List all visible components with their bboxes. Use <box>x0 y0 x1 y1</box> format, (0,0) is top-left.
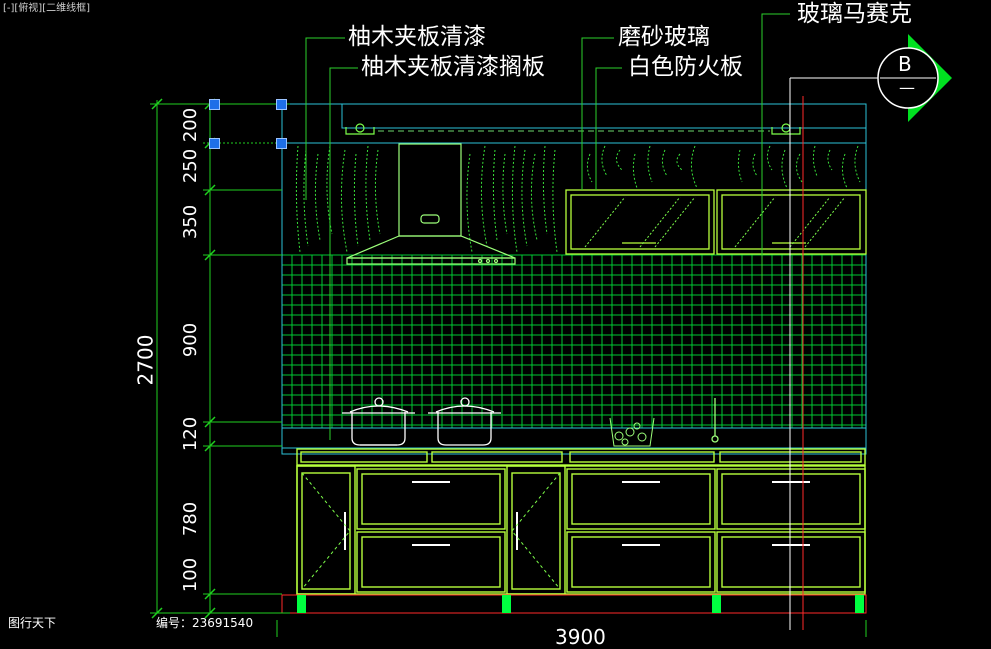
door-swing-lines <box>301 472 561 590</box>
cabinet-plinth <box>281 594 867 614</box>
leader-lines <box>305 13 790 440</box>
cad-grip-3[interactable] <box>209 138 220 149</box>
footer-source: 图行天下 <box>8 616 57 630</box>
label-frosted-glass: 磨砂玻璃 <box>618 24 710 50</box>
cooking-pot-left <box>342 397 415 446</box>
cad-grip-1[interactable] <box>209 99 220 110</box>
footer-id-value: 23691540 <box>192 616 254 630</box>
viewport-label[interactable]: [-][俯视][二维线框] <box>3 3 91 14</box>
section-sub: — <box>899 78 915 97</box>
footer-id-label: 编号： <box>156 616 193 630</box>
label-white-fireboard: 白色防火板 <box>628 54 743 80</box>
ceiling-light-left <box>345 123 375 135</box>
cooking-pot-right <box>428 397 501 446</box>
label-teak-shelf: 柚木夹板清漆搁板 <box>361 54 545 80</box>
glass-mosaic-wall <box>281 254 866 428</box>
dim-segment-1: 200 <box>180 107 202 143</box>
dim-segment-2: 250 <box>180 148 202 184</box>
label-teak-varnish: 柚木夹板清漆 <box>348 24 486 50</box>
teak-plywood-panel <box>295 145 861 253</box>
section-marker <box>789 34 952 630</box>
dim-segment-4: 900 <box>180 322 202 358</box>
dim-segment-3: 350 <box>180 204 202 240</box>
base-cabinet <box>296 448 866 595</box>
dim-segment-6: 780 <box>180 501 202 537</box>
ceiling-light-right <box>771 123 801 135</box>
dim-segment-5: 120 <box>180 416 202 452</box>
range-hood <box>346 143 516 265</box>
cad-grip-4[interactable] <box>276 138 287 149</box>
dimension-lines <box>150 100 867 637</box>
dim-bottom-width: 3900 <box>555 625 606 649</box>
fruit-basket <box>609 417 655 447</box>
wall-cabinet-left <box>565 189 715 255</box>
cad-grip-2[interactable] <box>276 99 287 110</box>
dim-segment-7: 100 <box>180 557 202 593</box>
wall-frame <box>281 103 867 455</box>
label-glass-mosaic: 玻璃马赛克 <box>797 1 912 27</box>
faucet <box>711 398 719 443</box>
dim-total-height: 2700 <box>133 334 158 386</box>
section-letter: B <box>898 52 912 76</box>
cabinet-handles <box>344 481 810 550</box>
wall-cabinet-right <box>716 189 867 255</box>
frosted-glass-hatch <box>584 196 846 248</box>
dimension-ticks <box>151 98 216 619</box>
